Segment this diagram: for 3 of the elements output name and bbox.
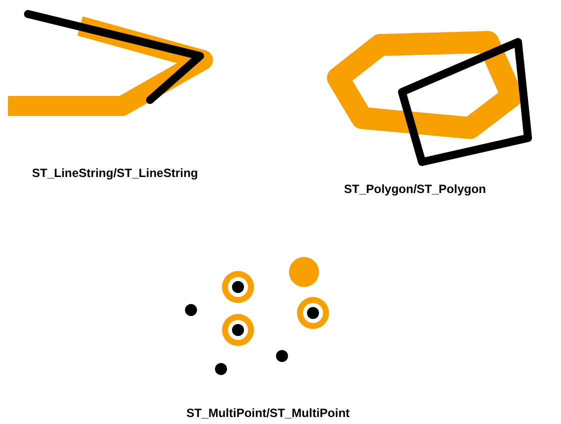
caption: ST_Polygon/ST_Polygon	[344, 182, 486, 196]
caption: ST_MultiPoint/ST_MultiPoint	[186, 406, 350, 420]
caption: ST_LineString/ST_LineString	[32, 166, 198, 180]
